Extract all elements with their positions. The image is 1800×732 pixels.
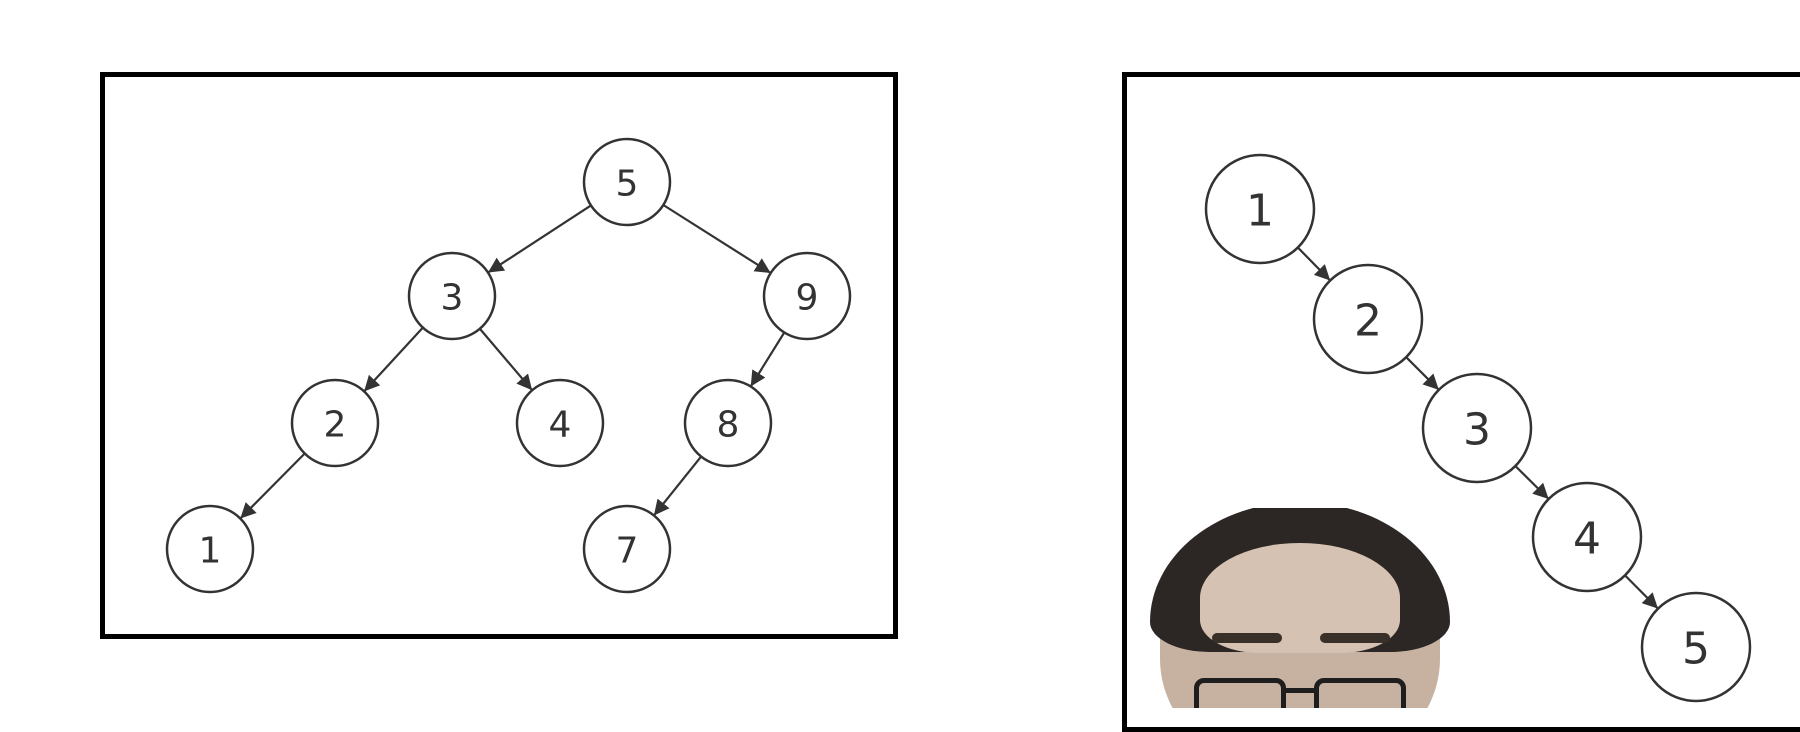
- tree-edge-8-to-7: [653, 455, 702, 517]
- chain-node-1: 1: [1204, 153, 1316, 265]
- chain-node-circle: [1640, 591, 1752, 703]
- glasses-right-lens: [1314, 678, 1406, 708]
- tree-node-label: 5: [616, 164, 639, 205]
- chain-node-label: 4: [1573, 514, 1601, 565]
- chain-node-label: 3: [1463, 405, 1491, 456]
- tree-edge-5-to-9: [662, 204, 772, 274]
- tree-edge-2-to-1: [239, 452, 306, 520]
- chain-node-circle: [1312, 263, 1424, 375]
- tree-edge-5-to-3: [487, 204, 592, 274]
- glasses-left-lens: [1194, 678, 1286, 708]
- tree-node-9: 9: [762, 251, 852, 341]
- linked-list-tree: 1 2 3 4 5: [1204, 153, 1752, 703]
- chain-node-circle: [1421, 372, 1533, 484]
- tree-node-label: 1: [199, 531, 222, 572]
- tree-node-5: 5: [582, 137, 672, 227]
- chain-edge-1-to-2: [1297, 246, 1331, 282]
- chain-edge-2-to-3: [1405, 356, 1440, 391]
- tree-node-circle: [165, 504, 255, 594]
- tree-edge-3-to-4: [479, 328, 533, 391]
- left-eyebrow: [1212, 633, 1282, 643]
- tree-node-8: 8: [683, 378, 773, 468]
- chain-edge-4-to-5: [1624, 574, 1659, 610]
- tree-node-2: 2: [290, 378, 380, 468]
- binary-search-tree: 5 3 9 2 4 8 1 7: [165, 137, 852, 594]
- chain-node-label: 1: [1246, 186, 1274, 237]
- tree-node-circle: [290, 378, 380, 468]
- tree-node-label: 4: [549, 405, 572, 446]
- tree-node-4: 4: [515, 378, 605, 468]
- tree-diagrams: 5 3 9 2 4 8 1 7 1 2 3 4 5: [165, 137, 1752, 703]
- tree-node-label: 7: [616, 531, 639, 572]
- chain-node-circle: [1204, 153, 1316, 265]
- chain-node-label: 2: [1354, 296, 1382, 347]
- tree-node-circle: [407, 251, 497, 341]
- tree-node-label: 9: [796, 278, 819, 319]
- glasses-bridge: [1284, 688, 1316, 693]
- chain-node-label: 5: [1682, 624, 1710, 675]
- chain-edge-3-to-4: [1514, 465, 1550, 500]
- tree-node-circle: [683, 378, 773, 468]
- tree-node-circle: [762, 251, 852, 341]
- tree-node-7: 7: [582, 504, 672, 594]
- tree-node-label: 2: [324, 405, 347, 446]
- tree-node-circle: [515, 378, 605, 468]
- chain-node-2: 2: [1312, 263, 1424, 375]
- tree-edge-3-to-2: [363, 326, 424, 393]
- tree-node-3: 3: [407, 251, 497, 341]
- tree-node-circle: [582, 137, 672, 227]
- right-eyebrow: [1320, 633, 1390, 643]
- chain-node-5: 5: [1640, 591, 1752, 703]
- chain-node-circle: [1531, 481, 1643, 593]
- chain-node-3: 3: [1421, 372, 1533, 484]
- tree-node-1: 1: [165, 504, 255, 594]
- presenter-webcam: [1150, 508, 1450, 708]
- tree-node-label: 3: [441, 278, 464, 319]
- tree-node-label: 8: [717, 405, 740, 446]
- tree-node-circle: [582, 504, 672, 594]
- tree-edge-9-to-8: [749, 331, 786, 388]
- chain-node-4: 4: [1531, 481, 1643, 593]
